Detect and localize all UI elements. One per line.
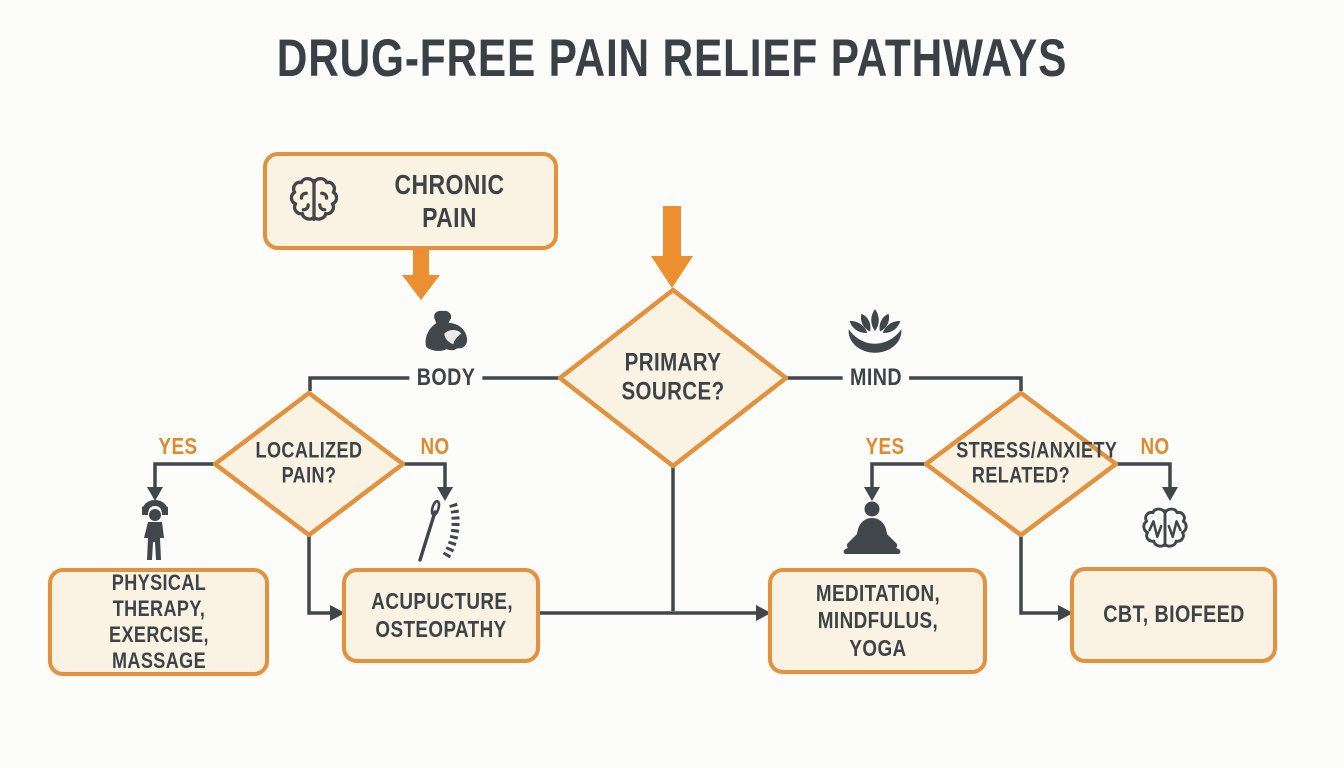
edge-localized-yes	[153, 462, 215, 489]
stress-anxiety-diamond	[923, 390, 1119, 538]
down-arrow-icon	[402, 250, 440, 300]
arrowheads	[147, 487, 1178, 621]
localized-yes-label: YES	[158, 432, 198, 459]
edge-localized-no	[403, 462, 447, 489]
edge-stress-no	[1116, 462, 1172, 489]
down-arrow-icon	[651, 206, 693, 288]
needle-spine-icon	[418, 499, 460, 562]
localized-pain-label: LOCALIZED PAIN?	[255, 437, 363, 488]
meditating-person-icon	[843, 501, 901, 554]
stress-anxiety-label: STRESS/ANXIETY RELATED?	[956, 437, 1118, 488]
acupuncture-node: ACUPUCTURE, OSTEOPATHY	[342, 568, 540, 663]
edge-stress-to-cbt	[1019, 535, 1059, 615]
lotus-icon	[848, 309, 902, 353]
localized-pain-diamond	[212, 390, 406, 538]
mind-branch-label: MIND	[842, 364, 910, 392]
muscle-arm-icon	[425, 310, 468, 351]
stress-no-label: NO	[1140, 432, 1170, 459]
brain-icon	[289, 176, 339, 222]
primary-source-label: PRIMARY SOURCE?	[621, 348, 725, 405]
cbt-label: CBT, BIOFEED	[1102, 600, 1245, 628]
meditation-label: MEDITATION, MINDFULUS, YOGA	[815, 580, 940, 661]
chronic-pain-node: CHRONIC PAIN	[263, 152, 558, 250]
acupuncture-label: ACUPUCTURE, OSTEOPATHY	[371, 588, 514, 642]
stress-yes-label: YES	[865, 432, 905, 459]
page-title: DRUG-FREE PAIN RELIEF PATHWAYS	[276, 29, 1068, 88]
edge-localized-to-acupuncture	[307, 535, 331, 615]
chronic-pain-label: CHRONIC PAIN	[394, 168, 505, 233]
exercise-person-icon	[142, 500, 168, 560]
edge-stress-yes	[870, 462, 926, 489]
body-branch-label: BODY	[409, 364, 483, 392]
brain-waves-icon	[1142, 507, 1188, 548]
physical-therapy-label: PHYSICAL THERAPY, EXERCISE, MASSAGE	[108, 570, 209, 673]
meditation-node: MEDITATION, MINDFULUS, YOGA	[768, 568, 987, 674]
physical-therapy-node: PHYSICAL THERAPY, EXERCISE, MASSAGE	[48, 568, 269, 676]
cbt-node: CBT, BIOFEED	[1070, 567, 1277, 663]
primary-source-diamond	[557, 287, 789, 469]
localized-no-label: NO	[420, 432, 450, 459]
